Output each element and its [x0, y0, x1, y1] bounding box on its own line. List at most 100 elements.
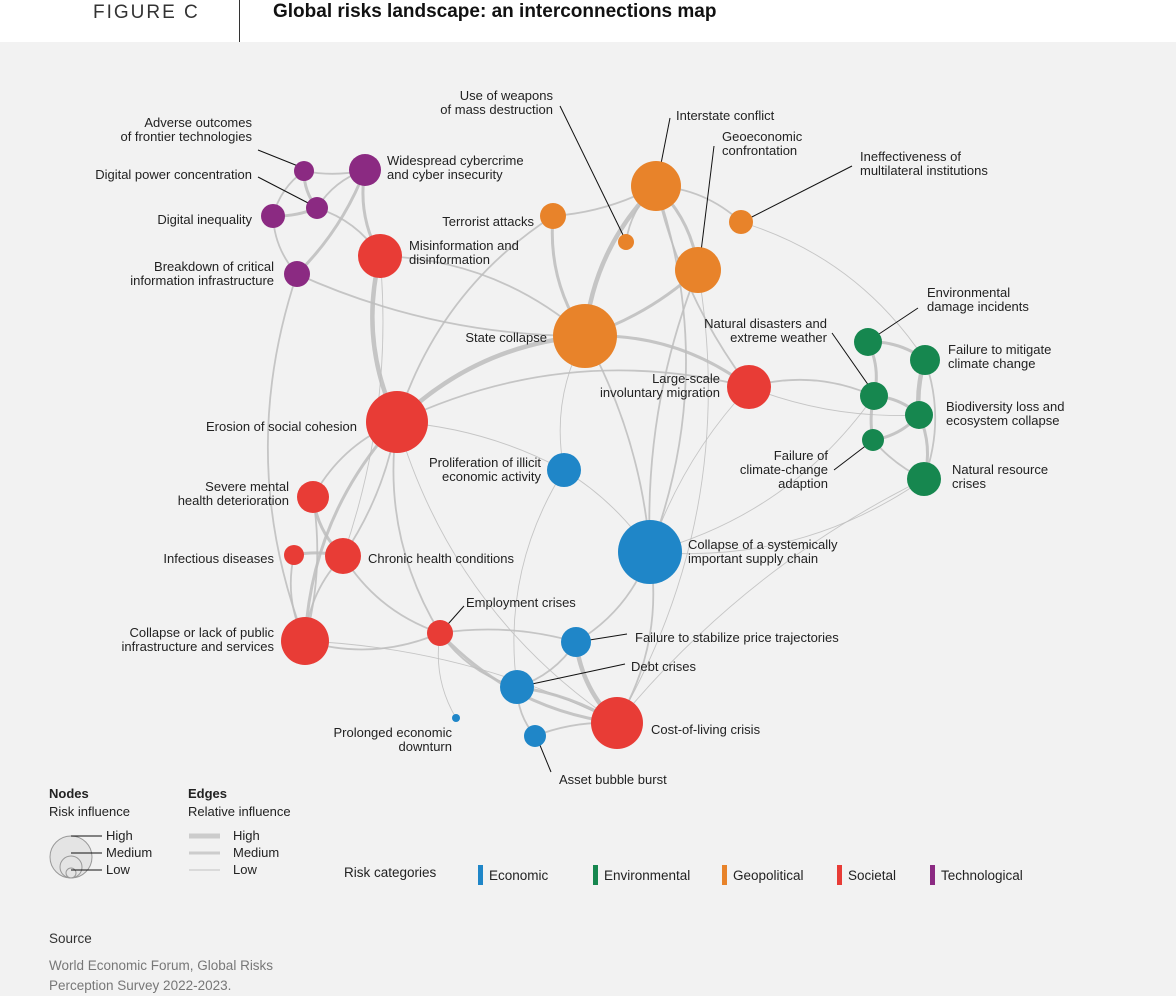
node-cyber[interactable] — [349, 154, 381, 186]
label-line: Failure to mitigate — [948, 342, 1051, 357]
node-multilat[interactable] — [729, 210, 753, 234]
label-line: infrastructure and services — [122, 639, 275, 654]
legend-graphics — [49, 833, 220, 879]
legend-node-low — [65, 867, 77, 879]
category-technological: Technological — [930, 865, 1023, 885]
category-label: Economic — [489, 867, 549, 883]
source-line: Perception Survey 2022-2023. — [49, 978, 232, 993]
economic-swatch — [478, 865, 483, 885]
node-interstate[interactable] — [631, 161, 681, 211]
node-debt[interactable] — [500, 670, 534, 704]
risk-categories-text: Risk categories — [344, 865, 437, 880]
category-label: Technological — [941, 867, 1023, 883]
node-label-terror: Terrorist attacks — [442, 214, 534, 229]
category-label: Societal — [848, 867, 897, 883]
category-label: Environmental — [604, 867, 691, 883]
label-line: Debt crises — [631, 659, 697, 674]
label-line: Failure of — [774, 448, 829, 463]
edge-resource-costliving — [616, 478, 925, 724]
node-terror[interactable] — [540, 203, 566, 229]
node-price[interactable] — [561, 627, 591, 657]
edge-migration-erosion — [396, 369, 750, 423]
category-environmental: Environmental — [593, 865, 690, 885]
node-mitigate[interactable] — [910, 345, 940, 375]
source-text: World Economic Forum, Global Risks Perce… — [49, 956, 273, 996]
edge-resource-supply — [649, 478, 925, 555]
legend-edge-low-label: Low — [233, 862, 257, 877]
node-employment[interactable] — [427, 620, 453, 646]
node-geoeco[interactable] — [675, 247, 721, 293]
legend-nodes-title: Nodes — [49, 786, 89, 801]
label-line: crises — [952, 476, 986, 491]
node-adverse[interactable] — [294, 161, 314, 181]
label-line: Use of weapons — [460, 88, 554, 103]
node-disasters[interactable] — [860, 382, 888, 410]
node-mental[interactable] — [297, 481, 329, 513]
leader-line-power — [257, 176, 313, 206]
node-label-employment: Employment crises — [466, 595, 576, 610]
node-wmd[interactable] — [618, 234, 634, 250]
node-prolonged[interactable] — [452, 714, 460, 722]
edge-disasters-supply — [649, 395, 875, 553]
edge-migration-biodiv — [748, 386, 920, 416]
label-line: Ineffectiveness of — [860, 149, 961, 164]
leader-line-adverse — [257, 149, 299, 167]
node-inequality[interactable] — [261, 204, 285, 228]
label-line: climate change — [948, 356, 1035, 371]
node-chronic[interactable] — [325, 538, 361, 574]
node-label-power: Digital power concentration — [95, 167, 252, 182]
nodes-layer — [261, 154, 941, 749]
header-divider — [239, 0, 240, 42]
label-line: Collapse or lack of public — [129, 625, 274, 640]
label-line: information infrastructure — [130, 273, 274, 288]
label-line: Biodiversity loss and — [946, 399, 1065, 414]
label-line: Employment crises — [466, 595, 576, 610]
label-line: Misinformation and — [409, 238, 519, 253]
node-cii[interactable] — [284, 261, 310, 287]
node-label-costliving: Cost-of-living crisis — [651, 722, 761, 737]
edge-interstate-supply — [649, 185, 687, 553]
label-line: ecosystem collapse — [946, 413, 1059, 428]
node-illicit[interactable] — [547, 453, 581, 487]
node-infra[interactable] — [281, 617, 329, 665]
node-label-interstate: Interstate conflict — [676, 108, 775, 123]
edge-erosion-employment — [392, 421, 441, 634]
label-line: multilateral institutions — [860, 163, 988, 178]
category-societal: Societal — [837, 865, 896, 885]
node-costliving[interactable] — [591, 697, 643, 749]
source-heading: Source — [49, 931, 92, 946]
legend-edge-high-label: High — [233, 828, 260, 843]
node-asset[interactable] — [524, 725, 546, 747]
category-geopolitical: Geopolitical — [722, 865, 804, 885]
node-power[interactable] — [306, 197, 328, 219]
label-line: involuntary migration — [600, 385, 720, 400]
node-migration[interactable] — [727, 365, 771, 409]
node-envdamage[interactable] — [854, 328, 882, 356]
node-biodiv[interactable] — [905, 401, 933, 429]
node-erosion[interactable] — [366, 391, 428, 453]
label-line: economic activity — [442, 469, 541, 484]
node-misinfo[interactable] — [358, 234, 402, 278]
label-line: Natural disasters and — [704, 316, 827, 331]
label-line: Asset bubble burst — [559, 772, 667, 787]
node-supply[interactable] — [618, 520, 682, 584]
node-label-asset: Asset bubble burst — [559, 772, 667, 787]
label-line: Infectious diseases — [163, 551, 274, 566]
node-adapt[interactable] — [862, 429, 884, 451]
node-infectious[interactable] — [284, 545, 304, 565]
label-line: Geoeconomic — [722, 129, 803, 144]
node-state[interactable] — [553, 304, 617, 368]
edge-chronic-employment — [342, 555, 441, 634]
node-resource[interactable] — [907, 462, 941, 496]
label-line: Interstate conflict — [676, 108, 775, 123]
